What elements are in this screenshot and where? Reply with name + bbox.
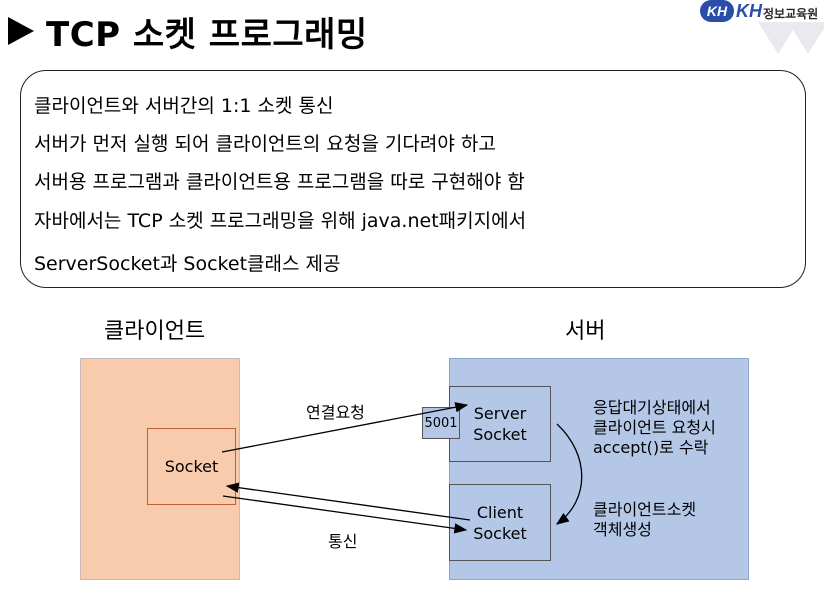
- wait-note-line: 클라이언트 요청시: [593, 418, 716, 437]
- bullet-text: 서버용 프로그램과 클라이언트용 프로그램을 따로 구현해야 함: [34, 171, 525, 193]
- request-arrow: [221, 402, 469, 453]
- client-socket-label: Socket: [164, 457, 219, 476]
- port-tag: 5001: [422, 407, 460, 439]
- client-label: 클라이언트: [104, 319, 206, 344]
- server-socket-line: Socket: [473, 425, 527, 444]
- bullet-text: 클라이언트와 서버간의 1:1 소켓 통신: [34, 95, 334, 117]
- comm-arrow-to-server: [222, 495, 468, 534]
- create-note-line: 객체생성: [593, 520, 652, 539]
- accepted-socket-line: Client: [476, 502, 524, 522]
- create-note: 클라이언트소켓 객체생성: [593, 500, 696, 540]
- page-title: TCP 소켓 프로그래밍: [46, 14, 368, 55]
- client-socket-node: Socket: [147, 428, 236, 505]
- accepted-socket-node: Client Socket: [449, 484, 551, 561]
- logo-text: 정보교육원: [763, 7, 819, 21]
- server-socket-line: Server: [473, 404, 527, 423]
- server-label: 서버: [565, 319, 606, 344]
- summary-box: [20, 70, 806, 288]
- wait-note: 응답대기상태에서 클라이언트 요청시 accept()로 수락: [593, 398, 716, 458]
- create-note-line: 클라이언트소켓: [593, 500, 697, 519]
- play-triangle-icon: [8, 17, 34, 45]
- logo-mark: KH: [700, 0, 734, 22]
- wait-note-line: 응답대기상태에서: [593, 398, 711, 417]
- server-socket-node: Server Socket: [449, 386, 551, 462]
- request-label: 연결요청: [306, 403, 365, 422]
- bullet-text: 자바에서는 TCP 소켓 프로그래밍을 위해 java.net패키지에서: [34, 210, 527, 232]
- comm-arrow-to-client: [225, 482, 471, 521]
- logo-brand: KH: [736, 1, 762, 21]
- logo-decoration-icon: [758, 22, 824, 54]
- bullet-text: ServerSocket과 Socket클래스 제공: [34, 253, 341, 275]
- bullet-text: 서버가 먼저 실행 되어 클라이언트의 요청을 기다려야 하고: [34, 133, 496, 155]
- accepted-socket-line: Socket: [473, 523, 527, 543]
- logo: KH KH 정보교육원: [700, 0, 824, 58]
- accept-curve-arrow: [555, 423, 583, 525]
- title-bar: TCP 소켓 프로그래밍: [8, 6, 368, 56]
- comm-label: 통신: [328, 532, 358, 551]
- wait-note-line: accept()로 수락: [593, 438, 709, 457]
